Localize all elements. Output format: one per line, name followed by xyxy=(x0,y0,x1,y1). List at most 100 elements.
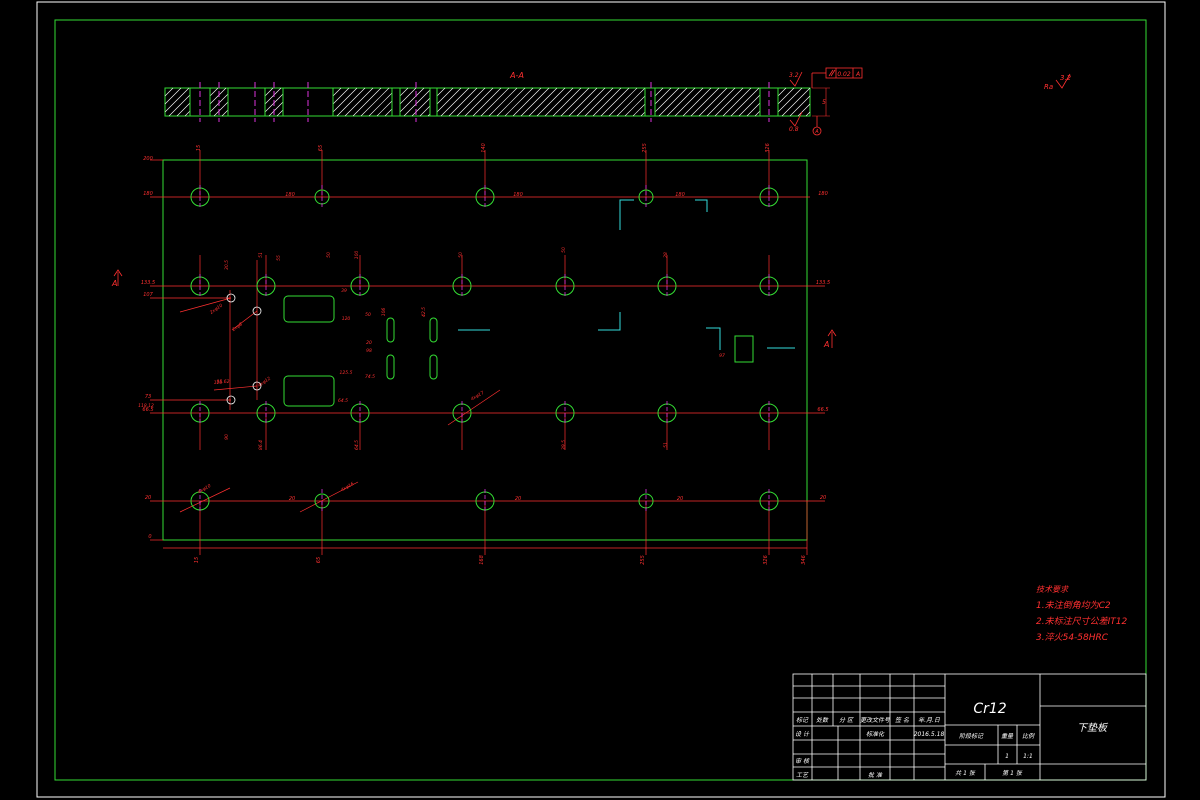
misc-dim-25: 51 xyxy=(663,442,669,448)
tech-req-item-1: 1.未注倒角均为C2 xyxy=(1036,600,1111,611)
hatch-line-16 xyxy=(332,87,342,97)
small-hole-1 xyxy=(252,306,262,316)
misc-dim-18: 126 xyxy=(214,380,223,386)
hatch-line-81 xyxy=(781,87,811,117)
hatch-line-5 xyxy=(184,110,191,117)
hatch-line-45 xyxy=(512,87,542,117)
hatch-line-74 xyxy=(730,87,760,117)
hatch-line-82 xyxy=(789,95,811,117)
view-arrow-left-label: A xyxy=(111,279,117,288)
hatch-line-18 xyxy=(332,87,358,113)
hatch-line-61 xyxy=(640,111,646,117)
misc-dim-6: 50 xyxy=(561,247,567,253)
roughness-check-icon xyxy=(1055,73,1071,89)
hatch-line-71 xyxy=(706,87,736,117)
hatch-line-37 xyxy=(448,87,478,117)
hatch-line-59 xyxy=(624,95,646,117)
view-arrow-right-label: A xyxy=(823,340,829,349)
section-roughness-bottom: 0.8 xyxy=(789,126,799,133)
dim-bottom-3: 255 xyxy=(640,555,646,565)
row-approve: 批 准 xyxy=(868,771,883,779)
row-check: 审 核 xyxy=(795,757,810,765)
hatch-line-39 xyxy=(464,87,494,117)
hatch-line-9 xyxy=(213,101,229,117)
hdr-zone: 分 区 xyxy=(839,717,854,724)
misc-dim-26: 97 xyxy=(719,353,725,359)
hatch-line-2 xyxy=(164,87,190,113)
plate-outline xyxy=(162,159,808,541)
hatch-line-23 xyxy=(368,92,393,117)
misc-dim-28: 2xφ8 xyxy=(231,321,244,333)
slot-features xyxy=(283,295,754,407)
dim-bottom-5: 346 xyxy=(801,555,807,565)
roughness-prefix: Ra xyxy=(1044,83,1053,91)
narrow-slot-1 xyxy=(429,317,438,343)
hatch-line-17 xyxy=(332,87,350,105)
hatch-line-11 xyxy=(264,87,274,97)
row4-label-2: 20 xyxy=(677,496,683,502)
dim-right-1: 133.5 xyxy=(816,280,830,286)
hatch-line-73 xyxy=(722,87,752,117)
hatch-line-67 xyxy=(674,87,704,117)
hatch-line-66 xyxy=(666,87,696,117)
hatch-line-6 xyxy=(209,87,219,97)
hatch-line-55 xyxy=(592,87,622,117)
dim-left-5: 20 xyxy=(145,495,151,501)
hatch-line-15 xyxy=(276,109,284,117)
roughness-symbol-icon xyxy=(789,71,803,87)
dim-left-2: 107 xyxy=(143,292,153,298)
misc-dim-2: 55 xyxy=(276,255,282,261)
weight-label: 重量 xyxy=(1001,733,1014,740)
section-label: A-A xyxy=(509,71,524,80)
dim-top-0: 15 xyxy=(196,145,202,151)
hatch-line-19 xyxy=(336,87,366,117)
dim-line-37 xyxy=(231,310,258,331)
hatch-line-33 xyxy=(436,87,446,97)
hatch-line-62 xyxy=(654,87,664,97)
scale-value: 1:1 xyxy=(1023,753,1033,760)
misc-dim-12: 50 xyxy=(365,312,371,318)
misc-dim-0: 30.5 xyxy=(224,260,230,270)
hatch-line-25 xyxy=(384,108,393,117)
row4-label-1: 20 xyxy=(515,496,521,502)
hatch-line-43 xyxy=(496,87,526,117)
hatch-line-31 xyxy=(419,105,431,117)
hatch-line-3 xyxy=(168,94,191,117)
misc-dim-27: 2xφ10 xyxy=(209,303,224,316)
hatch-line-69 xyxy=(690,87,720,117)
row1-label-2: 180 xyxy=(675,192,685,198)
misc-dim-22: 86.4 xyxy=(258,440,264,450)
dim-bottom-1: 65 xyxy=(316,557,322,563)
small-hole-3 xyxy=(226,395,236,405)
row4-label-0: 20 xyxy=(289,496,295,502)
dim-top-corner: 200 xyxy=(143,156,153,162)
misc-dim-32: 4xφ16 xyxy=(340,481,355,493)
hatch-line-63 xyxy=(654,87,672,105)
corner-roughness: Ra 3.2 xyxy=(1044,73,1072,91)
hatch-line-0 xyxy=(164,87,174,97)
small-hole-0 xyxy=(226,293,236,303)
hatch-line-83 xyxy=(797,103,811,117)
row-design-date: 2016.5.18 xyxy=(914,731,945,738)
tech-req-item-3: 3.淬火54-58HRC xyxy=(1036,632,1109,643)
misc-dim-14: 98 xyxy=(366,348,372,354)
hatch-line-20 xyxy=(344,87,374,117)
hatch-line-52 xyxy=(568,87,598,117)
hatch-line-65 xyxy=(658,87,688,117)
tech-req-item-2: 2.未标注尺寸公差IT12 xyxy=(1036,616,1127,627)
misc-dim-15: 125.5 xyxy=(340,370,353,376)
section-centerlines xyxy=(199,82,770,122)
hatch-line-42 xyxy=(488,87,518,117)
technical-requirements: 技术要求 1.未注倒角均为C2 2.未标注尺寸公差IT12 3.淬火54-58H… xyxy=(1036,585,1127,643)
row1-label-0: 180 xyxy=(285,192,295,198)
hatch-line-26 xyxy=(399,87,409,97)
dim-left-0: 180 xyxy=(143,191,153,197)
dim-bottom-2: 168 xyxy=(479,555,485,565)
misc-dim-29: 4xφ12 xyxy=(257,376,272,389)
view-corner-br xyxy=(706,327,721,350)
inner-frame xyxy=(54,19,1147,781)
dim-bottom-0: 15 xyxy=(194,557,200,563)
parallel-icon xyxy=(828,69,836,77)
hdr-count: 处数 xyxy=(816,716,829,724)
